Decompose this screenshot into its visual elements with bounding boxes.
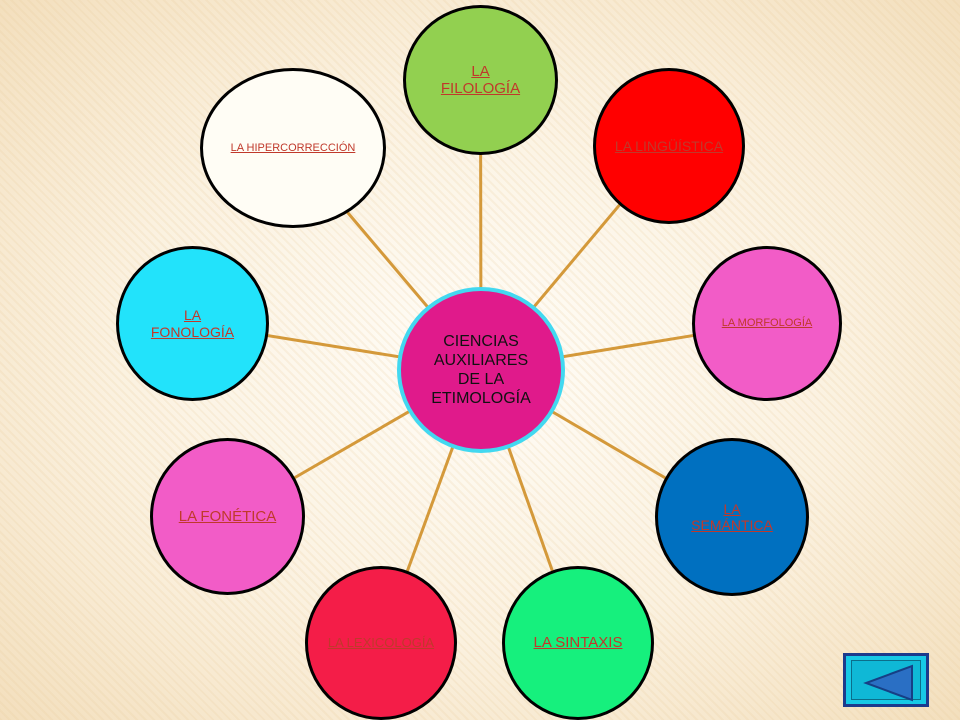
back-button[interactable] (843, 653, 929, 707)
node-lexicologia[interactable]: LA LEXICOLOGÍA (305, 566, 457, 720)
node-sintaxis-link[interactable]: LA SINTAXIS (533, 634, 623, 652)
node-sintaxis[interactable]: LA SINTAXIS (502, 566, 654, 720)
node-semantica[interactable]: LA SEMÁNTICA (655, 438, 809, 596)
node-linguistica[interactable]: LA LINGÜÍSTICA (593, 68, 745, 224)
node-hipercorreccion-link[interactable]: LA HIPERCORRECCIÓN (230, 141, 356, 154)
node-fonetica-link[interactable]: LA FONÉTICA (178, 507, 277, 525)
node-lexicologia-link[interactable]: LA LEXICOLOGÍA (327, 634, 435, 650)
back-triangle-icon (863, 664, 913, 702)
center-node: CIENCIAS AUXILIARES DE LA ETIMOLOGÍA (397, 287, 565, 453)
node-fonetica[interactable]: LA FONÉTICA (150, 438, 305, 595)
node-semantica-link[interactable]: LA SEMÁNTICA (691, 500, 773, 533)
center-label: CIENCIAS AUXILIARES DE LA ETIMOLOGÍA (431, 332, 531, 408)
node-fonologia-link[interactable]: LA FONOLOGÍA (150, 307, 235, 340)
node-hipercorreccion[interactable]: LA HIPERCORRECCIÓN (200, 68, 386, 228)
node-morfologia[interactable]: LA MORFOLOGÍA (692, 246, 842, 401)
node-filologia-link[interactable]: LA FILOLOGÍA (440, 62, 521, 97)
node-filologia[interactable]: LA FILOLOGÍA (403, 5, 558, 155)
back-button-face (851, 660, 921, 702)
node-morfologia-link[interactable]: LA MORFOLOGÍA (721, 317, 813, 330)
node-fonologia[interactable]: LA FONOLOGÍA (116, 246, 269, 401)
node-linguistica-link[interactable]: LA LINGÜÍSTICA (614, 137, 724, 154)
